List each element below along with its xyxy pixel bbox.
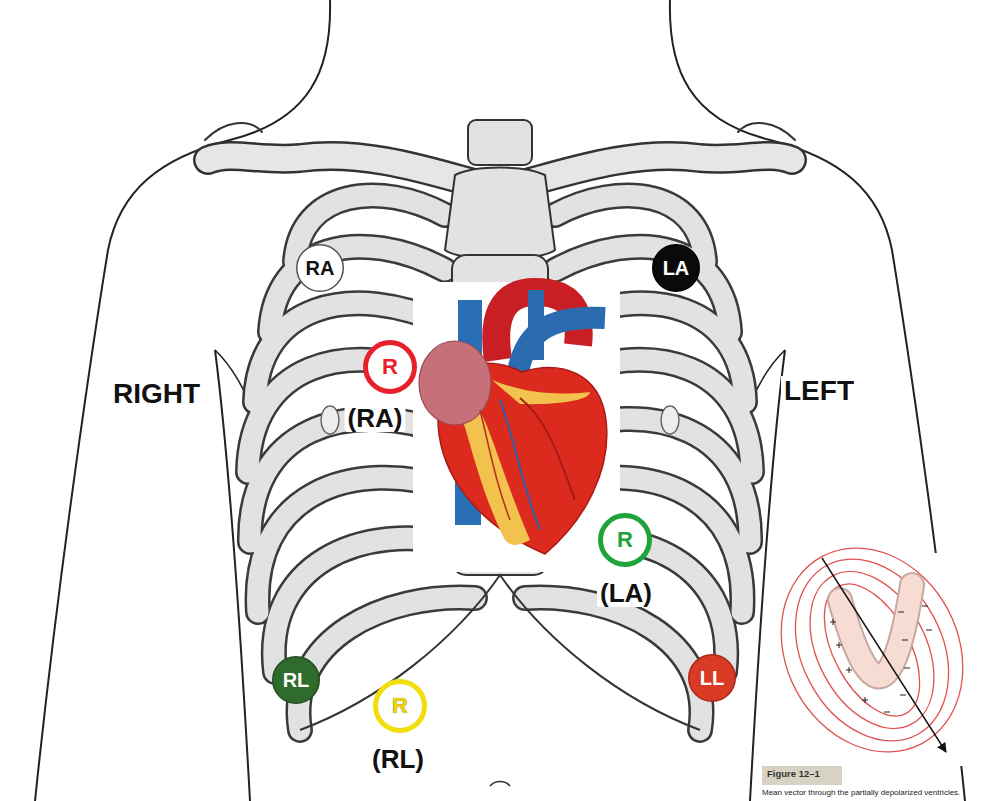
figure-number: Figure 12–1	[767, 769, 820, 779]
electrode-letter: RL	[283, 670, 310, 690]
electrode-letter: R	[392, 695, 408, 717]
electrode-circle: R(RL)	[373, 679, 427, 733]
electrode-letter: LA	[663, 258, 690, 278]
heart-illustration	[413, 282, 620, 572]
electrode-circle: LL	[688, 654, 736, 702]
electrode-circle: LA	[652, 244, 700, 292]
side-label: RIGHT	[110, 379, 203, 410]
electrode-circle: RL	[272, 656, 320, 704]
electrode-circle-shape	[273, 657, 320, 704]
electrode-circle-shape	[653, 245, 700, 292]
electrode-circle: RA	[296, 244, 344, 292]
side-label: LEFT	[781, 376, 857, 407]
electrode-letter: R	[382, 356, 398, 378]
electrode-letter: LL	[700, 668, 724, 688]
electrode-circle-shape	[297, 245, 344, 292]
electrode-letter: R	[617, 529, 633, 551]
electrode-circle-shape	[376, 682, 425, 731]
ventricle-vector-inset	[746, 516, 1000, 785]
lead-name: (RL)	[369, 746, 427, 773]
sternum	[300, 120, 700, 786]
lead-name: (RA)	[345, 405, 406, 432]
figure-caption: Mean vector through the partially depola…	[762, 789, 960, 798]
electrode-circle-shape	[601, 516, 650, 565]
lead-name: (LA)	[597, 580, 655, 607]
electrode-circle-shape	[366, 343, 415, 392]
electrode-circle-shape	[689, 655, 736, 702]
electrode-letter: RA	[306, 258, 335, 278]
electrode-circle: R(RA)	[363, 340, 417, 394]
electrode-circle: R(LA)	[598, 513, 652, 567]
